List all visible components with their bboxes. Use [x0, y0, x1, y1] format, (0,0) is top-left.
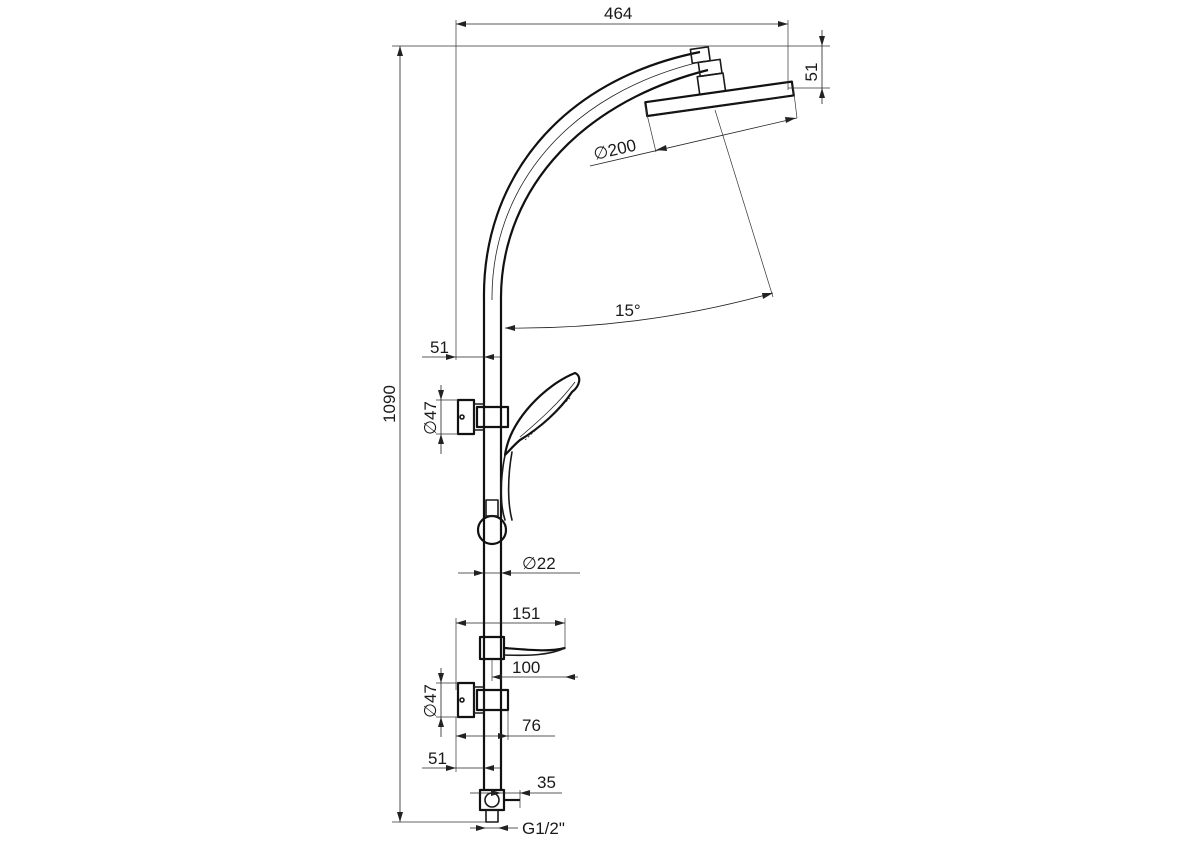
hand-shower	[500, 371, 581, 521]
dimension-lines: 464 51 ∅200 15°	[380, 4, 830, 838]
label-upper-wall-offset: 51	[430, 338, 449, 357]
dim-upper-bracket-diameter: ∅47	[421, 385, 458, 454]
dim-holder-reach: 151	[455, 604, 566, 690]
label-lower-wall-offset: 51	[428, 749, 447, 768]
soap-holder	[478, 635, 566, 661]
label-pipe-diameter: ∅22	[522, 554, 556, 573]
label-holder-arm: 100	[512, 658, 540, 677]
label-upper-bracket-diameter: ∅47	[421, 401, 440, 435]
overhead-shower-head	[644, 46, 795, 118]
dim-total-height: 1090	[380, 45, 700, 823]
label-head-diameter: ∅200	[592, 136, 638, 164]
label-holder-reach: 151	[512, 604, 540, 623]
dim-tilt-angle: 15°	[504, 109, 774, 331]
dim-valve-offset: 35	[470, 773, 562, 808]
dim-lower-bracket-diameter: ∅47	[421, 668, 458, 737]
dim-lower-wall-offset: 51	[422, 740, 500, 772]
dim-upper-wall-offset: 51	[422, 338, 500, 360]
diverter-valve	[478, 788, 520, 823]
slider-ball	[476, 499, 508, 546]
dim-head-offset: 51	[700, 30, 830, 104]
dim-holder-arm: 100	[491, 658, 578, 681]
label-lower-bracket-depth: 76	[522, 716, 541, 735]
dim-head-diameter: ∅200	[589, 84, 798, 167]
label-total-height: 1090	[380, 385, 399, 423]
dim-lower-bracket-depth: 76	[455, 710, 555, 740]
label-valve-offset: 35	[537, 773, 556, 792]
label-top-width: 464	[604, 4, 632, 23]
label-thread: G1/2"	[522, 819, 565, 838]
label-tilt-angle: 15°	[615, 301, 641, 320]
dim-pipe-diameter: ∅22	[458, 554, 580, 576]
dim-top-width: 464	[455, 4, 789, 360]
label-head-offset: 51	[802, 63, 821, 82]
dim-thread: G1/2"	[470, 819, 565, 838]
label-lower-bracket-diameter: ∅47	[421, 684, 440, 718]
upper-wall-bracket	[456, 398, 510, 436]
